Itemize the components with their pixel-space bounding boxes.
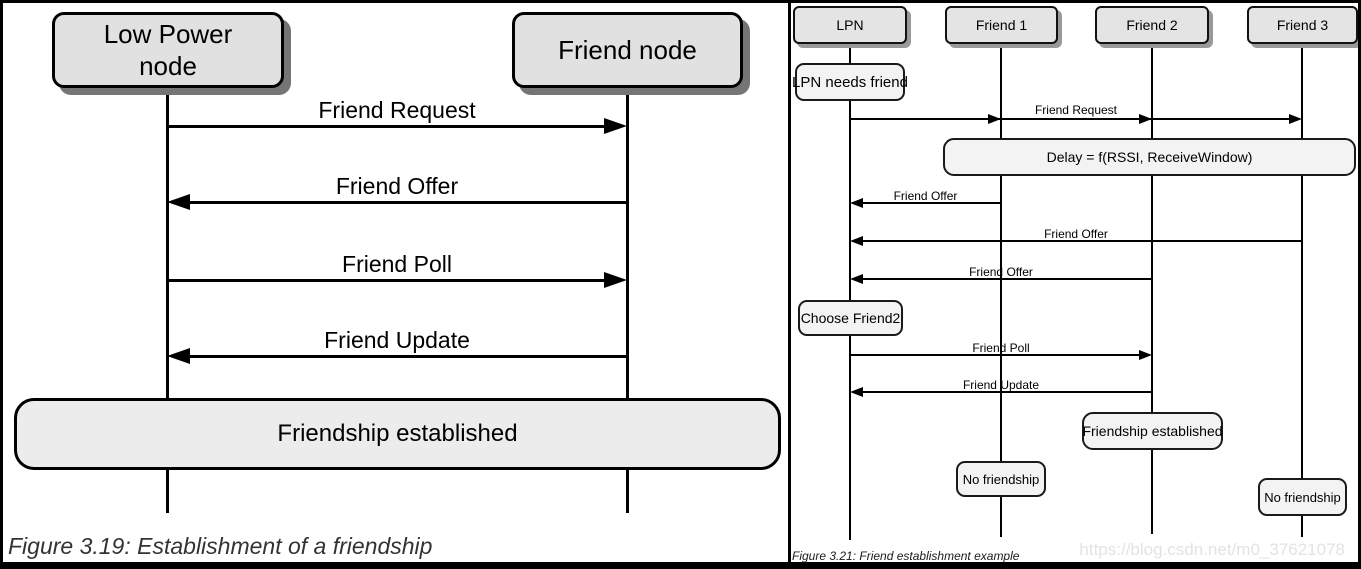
friend2-box: Friend 2 xyxy=(1095,6,1209,44)
friend3-lifeline xyxy=(1301,44,1303,537)
friend-node-lifeline xyxy=(626,84,629,513)
friend1-box: Friend 1 xyxy=(945,6,1058,44)
no-friendship-friend1-note: No friendship xyxy=(956,461,1046,497)
figure-caption-right: Figure 3.21: Friend establishment exampl… xyxy=(792,549,1020,563)
message-label-friend-update: Friend Update xyxy=(324,327,470,353)
no-friendship-friend1-label: No friendship xyxy=(962,471,1040,487)
lpn-lifeline xyxy=(849,44,851,540)
message-label-friend-poll: Friend Poll xyxy=(342,251,452,277)
arrow-friend-update xyxy=(862,391,1152,393)
arrow-friend-poll xyxy=(850,354,1139,356)
friend2-label: Friend 2 xyxy=(1126,17,1178,33)
border-bottom xyxy=(0,562,1361,569)
arrow-friend-offer-2 xyxy=(862,240,1302,242)
no-friendship-friend3-note: No friendship xyxy=(1258,478,1347,516)
message-label-friend-update: Friend Update xyxy=(962,378,1040,392)
lpn-box: LPN xyxy=(793,6,907,44)
arrow-friend-offer-3 xyxy=(862,278,1152,280)
choose-friend2-label: Choose Friend2 xyxy=(800,310,901,326)
message-label-friend-request: Friend Request xyxy=(1034,103,1118,117)
panel-divider xyxy=(788,0,791,569)
arrowhead-right-icon xyxy=(604,272,627,288)
message-label-friend-poll: Friend Poll xyxy=(972,341,1030,355)
low-power-node-label: Low Power node xyxy=(103,18,233,82)
friend-node-label: Friend node xyxy=(558,34,697,65)
lpn-needs-friend-label: LPN needs friend xyxy=(792,73,908,91)
message-label-friend-offer-3: Friend Offer xyxy=(969,265,1033,279)
arrow-friend-poll xyxy=(167,279,605,282)
arrowhead-left-icon xyxy=(167,348,190,364)
arrowhead-left-icon xyxy=(850,236,863,246)
friend1-label: Friend 1 xyxy=(975,17,1028,33)
arrow-friend-update xyxy=(189,355,627,358)
friend3-label: Friend 3 xyxy=(1276,17,1329,33)
friendship-established-label: Friendship established xyxy=(277,420,518,447)
arrowhead-right-icon xyxy=(604,118,627,134)
arrowhead-left-icon xyxy=(850,198,863,208)
friend-node-box: Friend node xyxy=(512,12,743,88)
lpn-label: LPN xyxy=(836,17,864,33)
friendship-established-label: Friendship established xyxy=(1082,423,1223,439)
arrowhead-left-icon xyxy=(167,194,190,210)
low-power-node-box: Low Power node xyxy=(52,12,284,88)
arrowhead-right-icon xyxy=(1289,114,1302,124)
arrow-friend-offer xyxy=(189,201,627,204)
no-friendship-friend3-label: No friendship xyxy=(1264,489,1341,505)
message-label-friend-offer-2: Friend Offer xyxy=(1044,227,1108,241)
arrowhead-right-icon xyxy=(988,114,1001,124)
friend3-box: Friend 3 xyxy=(1247,6,1358,44)
border-right xyxy=(1358,0,1361,569)
lpn-lifeline xyxy=(166,84,169,513)
figure-caption-left: Figure 3.19: Establishment of a friendsh… xyxy=(8,533,433,559)
lpn-needs-friend-note: LPN needs friend xyxy=(792,63,908,101)
csdn-watermark: https://blog.csdn.net/m0_37621078 xyxy=(1079,540,1345,559)
border-top xyxy=(0,0,1361,3)
message-label-friend-offer-1: Friend Offer xyxy=(893,189,958,203)
arrowhead-left-icon xyxy=(850,387,863,397)
arrow-friend-offer-1 xyxy=(862,202,1001,204)
friend2-lifeline xyxy=(1151,44,1153,534)
border-left xyxy=(0,0,3,569)
arrowhead-right-icon xyxy=(1139,350,1152,360)
choose-friend2-note: Choose Friend2 xyxy=(798,300,903,336)
delay-label: Delay = f(RSSI, ReceiveWindow) xyxy=(1046,149,1253,165)
friend1-lifeline xyxy=(1000,44,1002,537)
arrow-friend-request xyxy=(167,125,605,128)
arrowhead-right-icon xyxy=(1139,114,1152,124)
message-label-friend-request: Friend Request xyxy=(318,97,476,123)
arrowhead-left-icon xyxy=(850,274,863,284)
message-label-friend-offer: Friend Offer xyxy=(335,173,459,199)
friendship-established-box: Friendship established xyxy=(14,398,781,470)
arrow-friend-request xyxy=(850,118,1290,120)
delay-note: Delay = f(RSSI, ReceiveWindow) xyxy=(943,138,1356,176)
friendship-established-note: Friendship established xyxy=(1082,412,1223,450)
